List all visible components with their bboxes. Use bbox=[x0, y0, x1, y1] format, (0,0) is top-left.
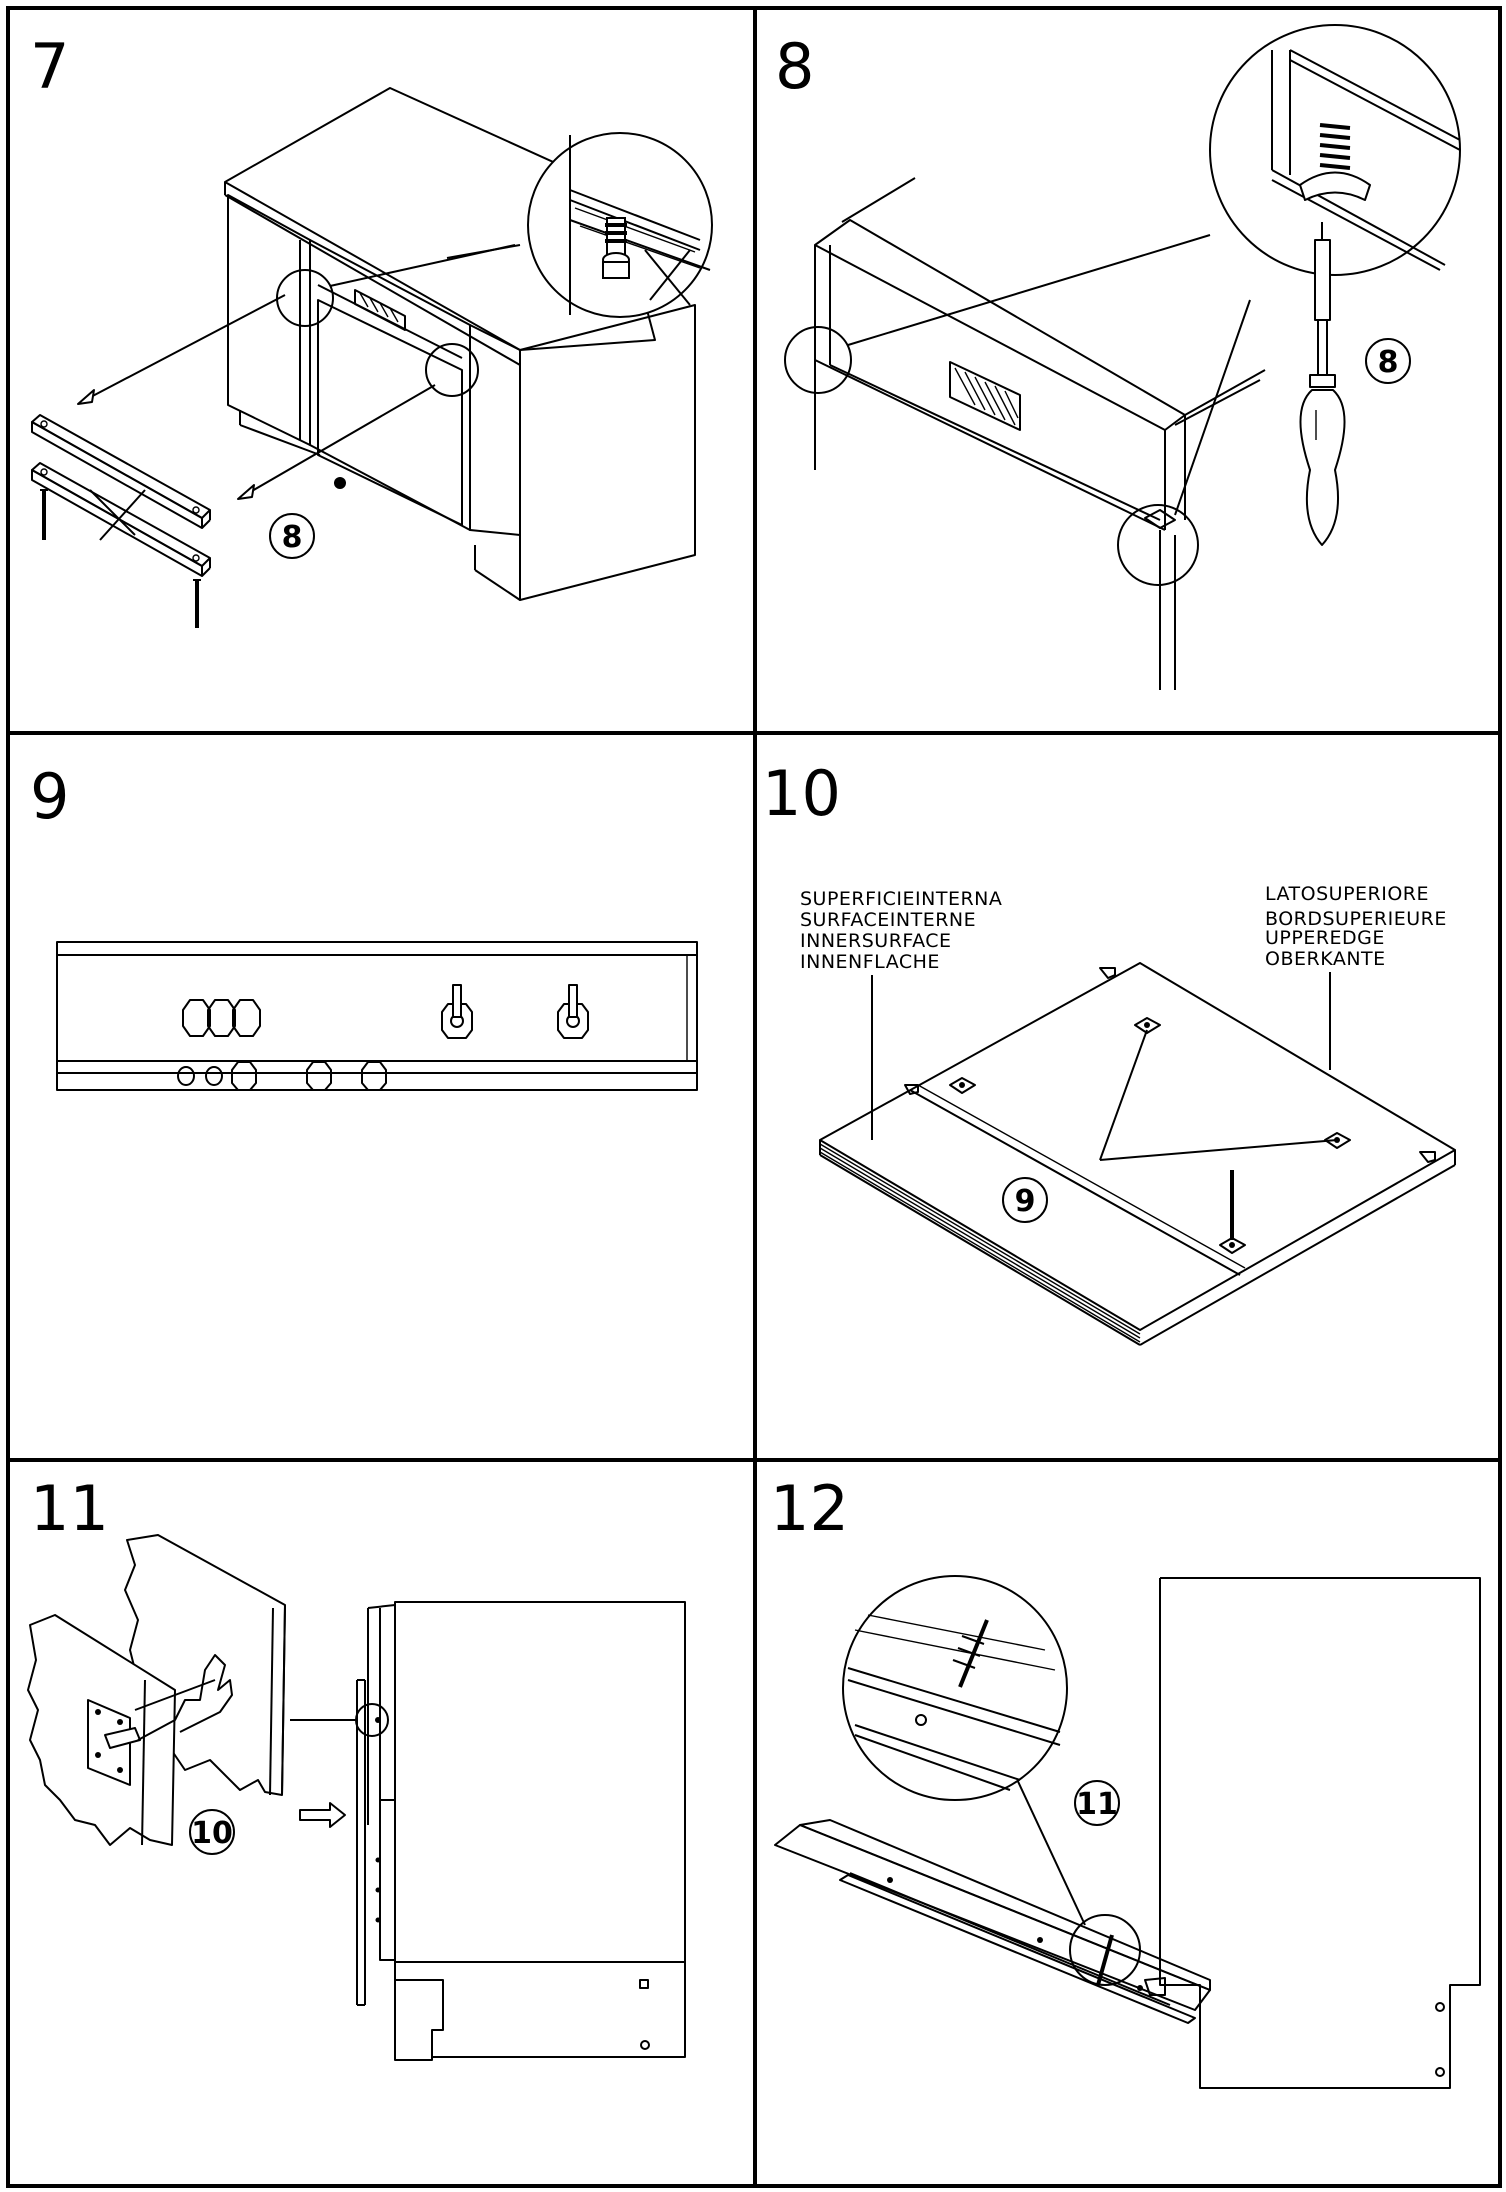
cabinet-drawing bbox=[224, 87, 696, 601]
label-line: SUPERFICIEINTERNA bbox=[800, 888, 1002, 910]
label-inner-surface: SUPERFICIEINTERNA SURFACEINTERNE INNERSU… bbox=[800, 888, 1002, 1140]
door-vent bbox=[949, 361, 1021, 431]
callout-number: 10 bbox=[191, 1816, 233, 1851]
screwdriver bbox=[1299, 222, 1346, 546]
hex-holes bbox=[182, 999, 261, 1037]
label-line: UPPEREDGE bbox=[1265, 927, 1385, 949]
detail-marker-circle bbox=[784, 326, 852, 394]
label-line: INNERSURFACE bbox=[800, 930, 952, 952]
detail-magnifier bbox=[842, 1575, 1068, 1801]
door-panel-drawing bbox=[819, 962, 1456, 1346]
label-upper-edge: LATOSUPERIORE BORDSUPERIEURE UPPEREDGE O… bbox=[1265, 883, 1447, 1070]
panel-step-10: 10 SUPERFICIEINTERNA SURFACEINTERNE INNE… bbox=[762, 757, 1456, 1346]
label-line: SURFACEINTERNE bbox=[800, 909, 976, 931]
removal-arrows bbox=[77, 294, 436, 500]
callout-badge: 8 bbox=[1365, 338, 1411, 384]
bolt-right bbox=[557, 984, 589, 1039]
label-line: LATOSUPERIORE bbox=[1265, 883, 1429, 905]
callout-number: 9 bbox=[1015, 1184, 1036, 1219]
detail-marker-circle bbox=[425, 343, 479, 397]
bolt-left bbox=[441, 984, 473, 1039]
step-number-10: 10 bbox=[762, 757, 841, 830]
door-tilted-drawing bbox=[774, 1774, 1211, 2024]
step-number-8: 8 bbox=[775, 30, 814, 103]
detail-magnifier bbox=[1209, 24, 1461, 276]
label-line: BORDSUPERIEURE bbox=[1265, 908, 1447, 930]
step-number-9: 9 bbox=[30, 760, 69, 833]
mounting-brackets bbox=[949, 1017, 1351, 1254]
panel-step-11: 11 bbox=[27, 1472, 686, 2061]
detail-marker-circle bbox=[1069, 1914, 1141, 1986]
detail-marker-circle bbox=[1117, 504, 1199, 586]
detail-magnifier bbox=[527, 132, 713, 318]
panel-step-7: 7 bbox=[30, 30, 713, 628]
step-number-7: 7 bbox=[30, 30, 69, 103]
panel-step-8: 8 bbox=[775, 24, 1461, 690]
detail-marker-circle bbox=[276, 269, 334, 327]
label-line: INNENFLACHE bbox=[800, 951, 940, 973]
detail-marker-circle bbox=[355, 1703, 389, 1737]
hinge-detail-drawing bbox=[27, 1534, 346, 1846]
callout-number: 11 bbox=[1076, 1787, 1118, 1822]
panel-grid bbox=[6, 6, 1502, 2188]
callout-number: 8 bbox=[1378, 345, 1399, 380]
step-number-11: 11 bbox=[30, 1472, 109, 1545]
panel-step-12: 12 bbox=[770, 1472, 1481, 2089]
step-number-12: 12 bbox=[770, 1472, 849, 1545]
callout-badge: 11 bbox=[1074, 1780, 1120, 1826]
door-side-drawing bbox=[290, 1601, 686, 2061]
rail-profile bbox=[56, 941, 698, 1091]
removed-rails bbox=[31, 414, 211, 628]
callout-number: 8 bbox=[282, 520, 303, 555]
door-top-drawing bbox=[784, 177, 1266, 690]
callout-badge: 9 bbox=[1002, 1177, 1048, 1223]
callout-badge: 10 bbox=[189, 1809, 235, 1855]
door-vent bbox=[354, 289, 406, 331]
label-line: OBERKANTE bbox=[1265, 948, 1386, 970]
callout-badge: 8 bbox=[269, 513, 315, 559]
panel-step-9: 9 bbox=[30, 760, 698, 1091]
appliance-side-drawing bbox=[1159, 1577, 1481, 2089]
